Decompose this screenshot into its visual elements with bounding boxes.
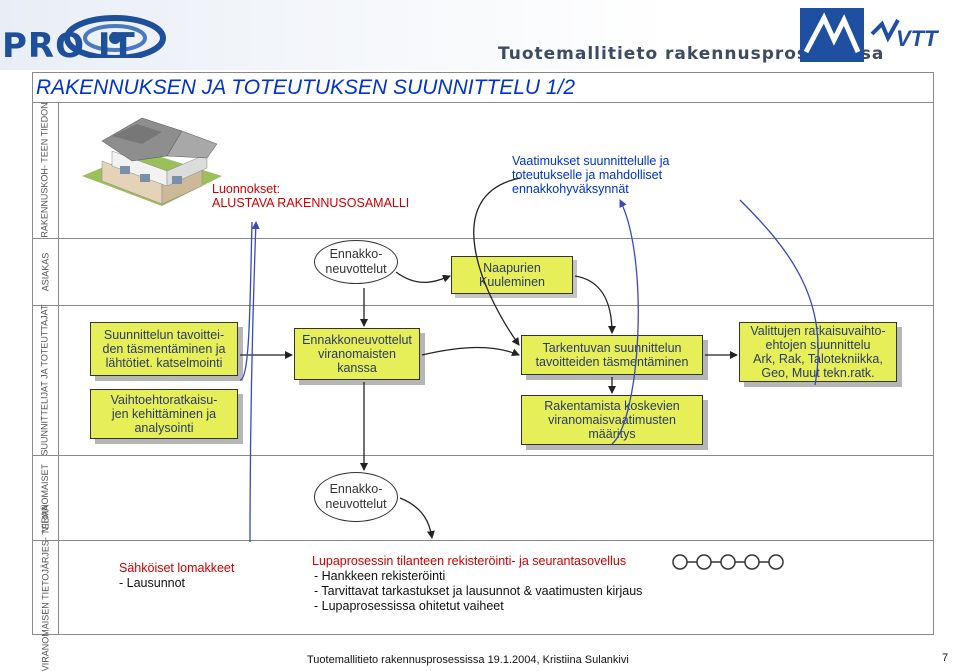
alternative-solutions-box: Vaihtoehtoratkaisu- jen kehittäminen ja …	[90, 389, 238, 439]
design-goals-box: Suunnittelun tavoittei- den täsmentämine…	[90, 322, 238, 376]
proit-logo-text: PRO IT	[2, 26, 136, 66]
permit-item-registration: - Hankkeen rekisteröinti	[314, 569, 446, 583]
refined-goals-box: Tarkentuvan suunnittelun tavoitteiden tä…	[521, 335, 703, 375]
university-logo-icon	[800, 8, 864, 62]
lane-divider	[32, 305, 934, 306]
neighbour-hearing-box: Naapurien Kuuleminen	[451, 256, 573, 294]
statements-label: - Lausunnot	[119, 576, 186, 590]
page-number: 7	[942, 652, 949, 664]
permit-item-inspections: - Tarvittavat tarkastukset ja lausunnot …	[314, 584, 643, 598]
electronic-forms-label: Sähköiset lomakkeet	[119, 561, 235, 575]
permit-item-skipped: - Lupaprosessissa ohitetut vaiheet	[314, 599, 504, 613]
lane-divider	[32, 238, 934, 239]
sketch-model-label: Luonnokset: ALUSTAVA RAKENNUSOSAMALLI	[212, 182, 410, 210]
client-preconsultation-oval: Ennakko- neuvottelut	[314, 240, 398, 284]
authority-preconsultation-oval: Ennakko- neuvottelut	[314, 472, 398, 522]
vtt-logo-text: VTT	[896, 26, 938, 51]
vtt-mark-icon	[870, 19, 900, 43]
lane-label-authority-system: VIRANOMAISEN TIETOJÄRJES- TELMÄ	[40, 504, 51, 671]
building-model-image	[82, 117, 222, 206]
selected-solutions-box: Valittujen ratkaisuvaihto- ehtojen suunn…	[739, 322, 897, 382]
authority-preconsultation-box: Ennakkoneuvottelut viranomaisten kanssa	[294, 328, 420, 380]
diagram-frame	[32, 72, 934, 635]
footer-text: Tuotemallitieto rakennusprosessissa 19.1…	[307, 654, 629, 666]
lane-divider	[32, 540, 934, 541]
lane-divider	[32, 102, 934, 103]
lane-label-divider	[58, 102, 59, 635]
lane-divider	[32, 455, 934, 456]
lane-label-designers: SUUNNITTELIJAT JA TOTEUTTAJAT	[40, 304, 50, 456]
lane-label-building-data: RAKENNUSKOH- TEEN TIEDON	[40, 102, 51, 238]
lane-label-client: ASIAKAS	[40, 252, 50, 291]
header-tagline: Tuotemallitieto rakennusprosessissa	[498, 44, 885, 64]
authority-requirements-box: Rakentamista koskevien viranomaisvaatimu…	[521, 395, 703, 445]
page-title: RAKENNUKSEN JA TOTEUTUKSEN SUUNNITTELU 1…	[36, 76, 576, 99]
proit-logo-icon	[64, 15, 166, 58]
permit-process-title: Lupaprosessin tilanteen rekisteröinti- j…	[312, 554, 627, 568]
requirements-label: Vaatimukset suunnittelulle ja toteutukse…	[512, 154, 670, 196]
process-chain-icon	[672, 554, 784, 570]
